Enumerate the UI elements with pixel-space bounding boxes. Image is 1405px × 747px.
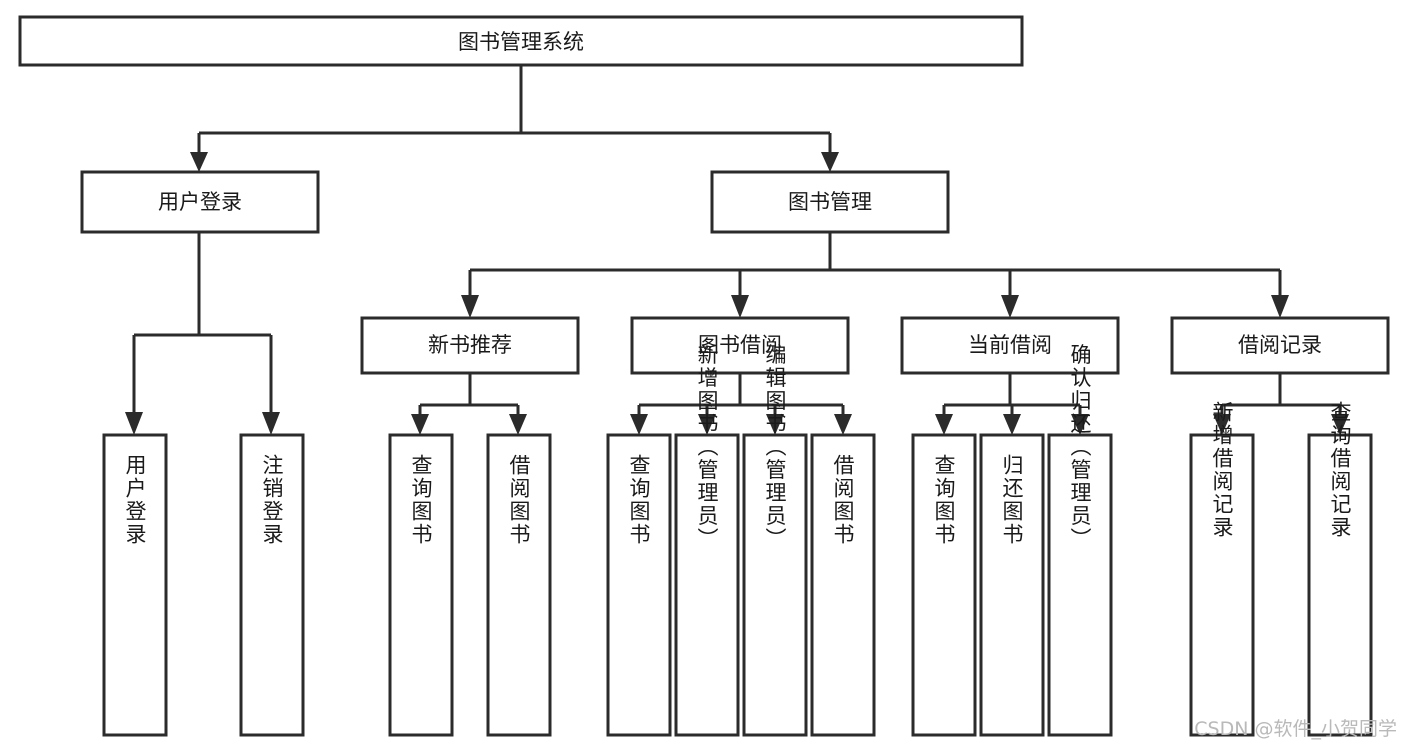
leaf-logout-login-label: 注销登录 [260, 454, 284, 546]
node-new-book-recommend-box[interactable] [360, 316, 580, 375]
arrowhead-leaf-add-book [698, 414, 716, 435]
leaf-add-record[interactable]: 新增借阅记录 [1189, 401, 1255, 737]
leaf-query-book-2[interactable]: 查询图书 [606, 433, 672, 737]
leaf-add-book-box[interactable] [674, 433, 740, 737]
node-root-box[interactable] [18, 15, 1024, 67]
node-book-management-label: 图书管理 [788, 190, 872, 214]
node-borrow-record-box[interactable] [1170, 316, 1390, 375]
arrowhead-new-book-recommend [461, 295, 479, 318]
leaf-return-book-label: 归还图书 [1000, 454, 1024, 546]
arrowhead-leaf-borrow-book-1 [509, 414, 527, 435]
leaf-logout-login-box[interactable] [239, 433, 305, 737]
node-borrow-record-label: 借阅记录 [1238, 333, 1322, 357]
arrowhead-leaf-query-record [1331, 414, 1349, 435]
leaf-query-book-1[interactable]: 查询图书 [388, 433, 454, 737]
leaf-borrow-book-2[interactable]: 借阅图书 [810, 433, 876, 737]
arrowhead-leaf-query-book-1 [411, 414, 429, 435]
node-current-borrow-label: 当前借阅 [968, 333, 1052, 357]
node-user-login[interactable]: 用户登录 [80, 170, 320, 234]
node-root[interactable]: 图书管理系统 [18, 15, 1024, 67]
leaf-borrow-book-1-box[interactable] [486, 433, 552, 737]
leaf-user-login-label: 用户登录 [123, 454, 147, 546]
arrowhead-leaf-user-login [125, 412, 143, 435]
leaf-edit-book-label: 编辑图书（管理员） [763, 344, 787, 551]
node-current-borrow-box[interactable] [900, 316, 1120, 375]
connector-layer [125, 65, 1349, 435]
leaf-query-book-3-label: 查询图书 [932, 454, 956, 546]
leaf-edit-book-box[interactable] [742, 433, 808, 737]
leaf-user-login-box[interactable] [102, 433, 168, 737]
node-book-borrow-label: 图书借阅 [698, 333, 782, 357]
arrowhead-borrow-record [1271, 295, 1289, 318]
leaf-query-book-2-box[interactable] [606, 433, 672, 737]
node-current-borrow[interactable]: 当前借阅 [900, 316, 1120, 375]
leaf-return-book-box[interactable] [979, 433, 1045, 737]
node-book-borrow[interactable]: 图书借阅 [630, 316, 850, 375]
leaf-borrow-book-1-label: 借阅图书 [507, 454, 531, 546]
leaf-query-book-3-box[interactable] [911, 433, 977, 737]
arrowhead-leaf-edit-book [766, 414, 784, 435]
leaf-query-book-1-box[interactable] [388, 433, 454, 737]
leaf-add-record-label: 新增借阅记录 [1210, 401, 1234, 539]
arrowhead-book-management [821, 152, 839, 172]
leaf-return-book[interactable]: 归还图书 [979, 433, 1045, 737]
leaf-borrow-book-2-box[interactable] [810, 433, 876, 737]
node-user-login-label: 用户登录 [158, 190, 242, 214]
leaf-user-login[interactable]: 用户登录 [102, 433, 168, 737]
arrowhead-leaf-query-book-3 [935, 414, 953, 435]
node-new-book-recommend[interactable]: 新书推荐 [360, 316, 580, 375]
leaf-query-record-box[interactable] [1307, 433, 1373, 737]
leaf-logout-login[interactable]: 注销登录 [239, 433, 305, 737]
leaf-confirm-return-label: 确认归还（管理员） [1068, 344, 1092, 551]
leaf-add-book[interactable]: 新增图书（管理员） [674, 344, 740, 737]
arrowhead-user-login [190, 152, 208, 172]
arrowhead-leaf-add-record [1213, 414, 1231, 435]
arrowhead-leaf-return-book [1003, 414, 1021, 435]
arrowhead-current-borrow [1001, 295, 1019, 318]
leaf-query-record-label: 查询借阅记录 [1328, 401, 1352, 539]
arrowhead-book-borrow [731, 295, 749, 318]
leaf-confirm-return[interactable]: 确认归还（管理员） [1047, 344, 1113, 737]
node-borrow-record[interactable]: 借阅记录 [1170, 316, 1390, 375]
leaf-add-record-box[interactable] [1189, 433, 1255, 737]
node-book-borrow-box[interactable] [630, 316, 850, 375]
node-book-management-box[interactable] [710, 170, 950, 234]
arrowhead-leaf-confirm-return [1071, 414, 1089, 435]
leaf-borrow-book-1[interactable]: 借阅图书 [486, 433, 552, 737]
node-user-login-box[interactable] [80, 170, 320, 234]
leaf-edit-book[interactable]: 编辑图书（管理员） [742, 344, 808, 737]
leaf-borrow-book-2-label: 借阅图书 [831, 454, 855, 546]
node-root-label: 图书管理系统 [458, 30, 584, 54]
leaf-query-book-3[interactable]: 查询图书 [911, 433, 977, 737]
leaf-query-book-1-label: 查询图书 [409, 454, 433, 546]
node-book-management[interactable]: 图书管理 [710, 170, 950, 234]
arrowhead-leaf-query-book-2 [630, 414, 648, 435]
arrowhead-leaf-borrow-book-2 [834, 414, 852, 435]
leaf-query-book-2-label: 查询图书 [627, 454, 651, 546]
leaf-query-record[interactable]: 查询借阅记录 [1307, 401, 1373, 737]
node-new-book-recommend-label: 新书推荐 [428, 333, 512, 357]
leaf-confirm-return-box[interactable] [1047, 433, 1113, 737]
arrowhead-leaf-logout-login [262, 412, 280, 435]
leaf-add-book-label: 新增图书（管理员） [695, 344, 719, 551]
